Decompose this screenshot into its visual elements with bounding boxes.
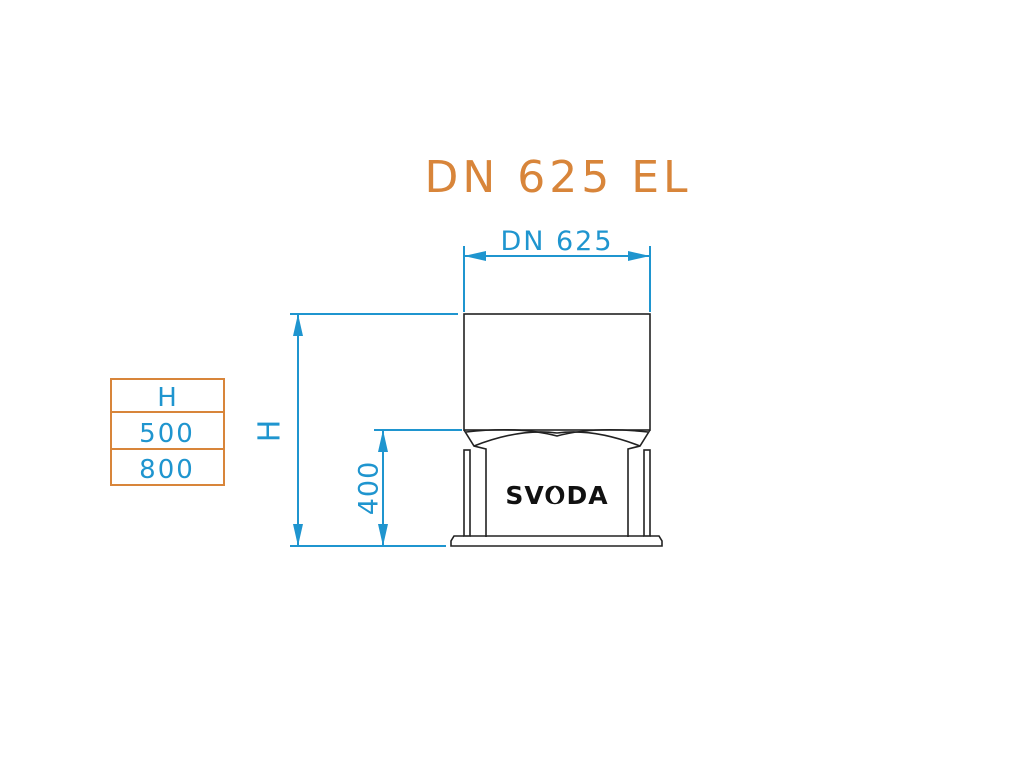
height-dimension-label: H [253, 420, 288, 443]
arrowhead-icon [293, 314, 303, 336]
base-dimension-label: 400 [354, 461, 385, 516]
width-dimension [463, 246, 651, 312]
base-dimension [374, 429, 462, 546]
height-table-border [110, 378, 225, 486]
inner-body [485, 453, 629, 537]
arrowhead-icon [378, 430, 388, 452]
arrowhead-icon [378, 524, 388, 546]
collar-edge [463, 429, 651, 453]
arrowhead-icon [464, 251, 486, 261]
collar-curve [465, 428, 649, 437]
height-table-row: 500 [139, 419, 195, 449]
product-outline [450, 313, 663, 547]
left-leg [463, 449, 471, 537]
right-leg [643, 449, 651, 537]
height-dimension [290, 313, 458, 547]
height-table-row: 800 [139, 455, 195, 485]
height-table [110, 378, 225, 486]
svoda-logo: SVODA [505, 481, 607, 510]
upper-shaft [463, 313, 651, 431]
drawing-title: DN 625 EL [424, 152, 691, 203]
arrowhead-icon [628, 251, 650, 261]
base-plate [450, 535, 663, 547]
height-table-header: H [157, 383, 177, 413]
water-drop-icon [549, 487, 561, 503]
width-dimension-label: DN 625 [500, 226, 613, 257]
collar-curve [473, 431, 641, 447]
arrowhead-icon [293, 524, 303, 546]
